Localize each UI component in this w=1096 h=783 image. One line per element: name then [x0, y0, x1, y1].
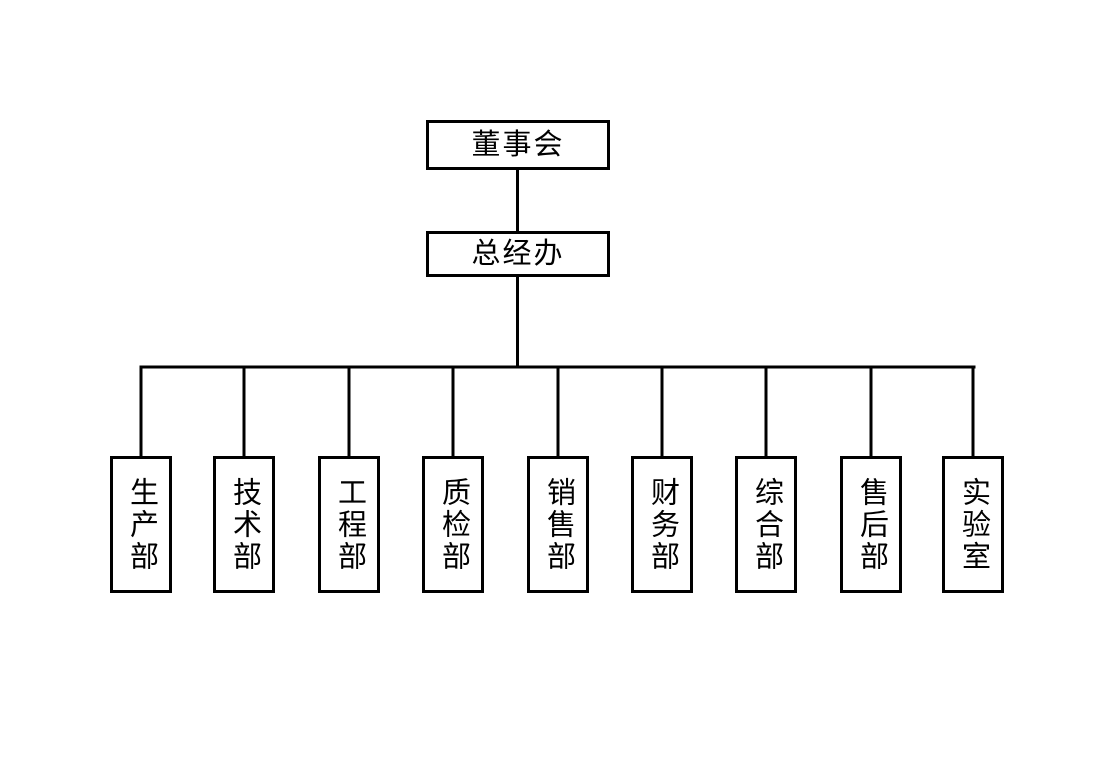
org-node-technology-dept: 技术部 — [213, 456, 275, 593]
org-node-sales-dept-label: 销售部 — [542, 476, 575, 573]
org-node-quality-inspection-dept: 质检部 — [422, 456, 484, 593]
org-node-technology-dept-label: 技术部 — [228, 476, 261, 573]
org-node-production-dept: 生产部 — [110, 456, 172, 593]
org-node-gm-office-label: 总经办 — [471, 237, 565, 270]
org-node-engineering-dept: 工程部 — [318, 456, 380, 593]
org-node-gm-office: 总经办 — [426, 231, 610, 277]
org-node-laboratory: 实验室 — [942, 456, 1004, 593]
org-node-engineering-dept-label: 工程部 — [333, 476, 366, 573]
org-node-after-sales-dept-label: 售后部 — [855, 476, 888, 573]
org-node-general-affairs-dept-label: 综合部 — [750, 476, 783, 573]
org-node-after-sales-dept: 售后部 — [840, 456, 902, 593]
org-node-general-affairs-dept: 综合部 — [735, 456, 797, 593]
org-node-finance-dept-label: 财务部 — [646, 476, 679, 573]
org-node-production-dept-label: 生产部 — [125, 476, 158, 573]
org-node-sales-dept: 销售部 — [527, 456, 589, 593]
org-node-laboratory-label: 实验室 — [957, 476, 990, 573]
org-node-board: 董事会 — [426, 120, 610, 170]
org-node-finance-dept: 财务部 — [631, 456, 693, 593]
org-node-quality-inspection-dept-label: 质检部 — [437, 476, 470, 573]
org-node-board-label: 董事会 — [471, 128, 565, 161]
